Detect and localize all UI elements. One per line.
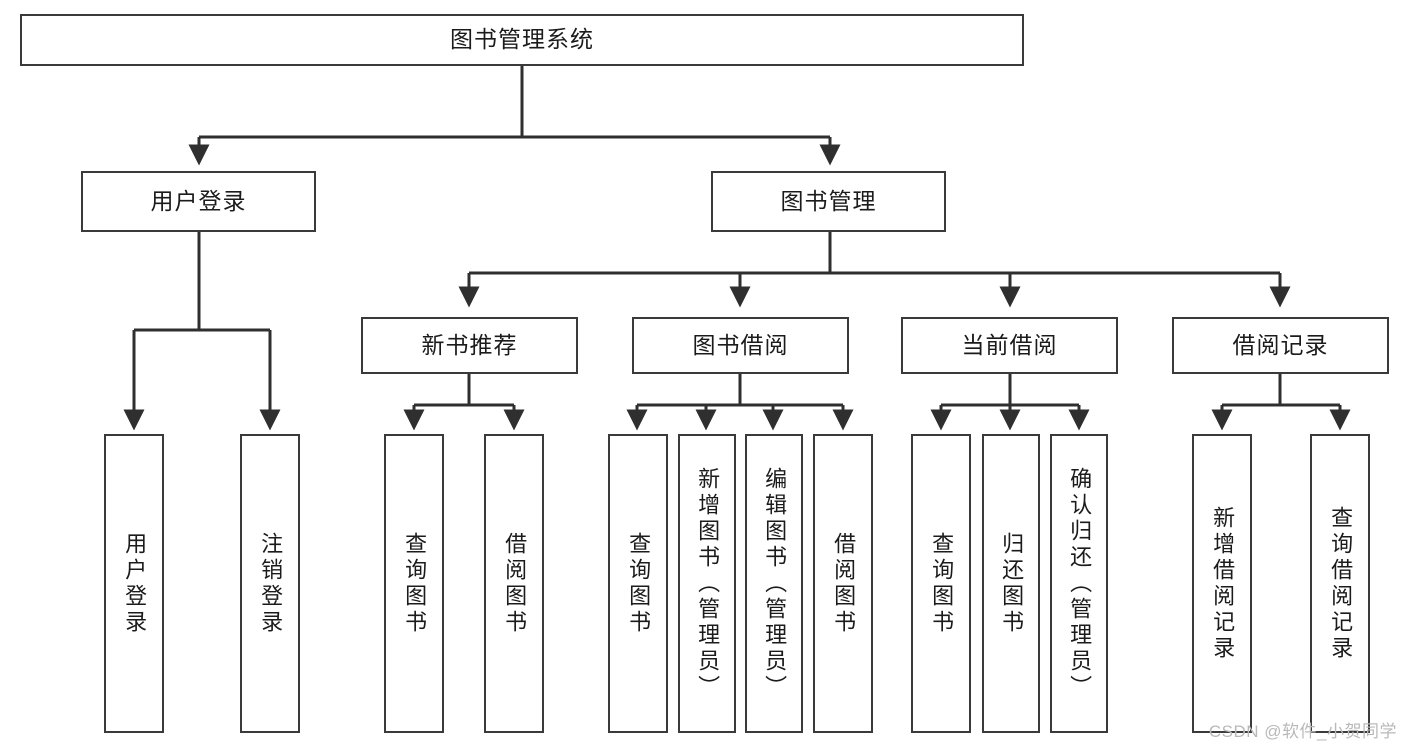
node-leaf-borrow-book-1[interactable]: 借阅图书: [484, 434, 544, 733]
node-leaf-add-book[interactable]: 新增图书（管理员）: [678, 434, 736, 733]
node-leaf-query-book-3[interactable]: 查询图书: [911, 434, 971, 733]
node-leaf-borrow-book-2-label: 借阅图书: [831, 531, 857, 636]
node-leaf-query-book-2-label: 查询图书: [626, 531, 652, 636]
node-borrow-record-label: 借阅记录: [1232, 331, 1329, 358]
node-new-book-rec[interactable]: 新书推荐: [361, 317, 578, 374]
node-leaf-query-record-label: 查询借阅记录: [1328, 505, 1354, 662]
node-leaf-edit-book[interactable]: 编辑图书（管理员）: [745, 434, 803, 733]
node-leaf-edit-book-label: 编辑图书（管理员）: [762, 466, 788, 701]
node-user-login-label: 用户登录: [150, 187, 247, 214]
node-leaf-return-book-label: 归还图书: [999, 531, 1025, 636]
node-current-borrow-label: 当前借阅: [961, 331, 1058, 358]
node-leaf-query-book-3-label: 查询图书: [929, 531, 955, 636]
node-book-borrow[interactable]: 图书借阅: [632, 317, 849, 374]
node-new-book-rec-label: 新书推荐: [421, 331, 518, 358]
node-leaf-borrow-book-2[interactable]: 借阅图书: [813, 434, 873, 733]
node-leaf-user-login[interactable]: 用户登录: [104, 434, 164, 733]
node-leaf-borrow-book-1-label: 借阅图书: [502, 531, 528, 636]
node-current-borrow[interactable]: 当前借阅: [901, 317, 1118, 374]
csdn-watermark: CSDN @软件_小贺同学: [1208, 722, 1397, 741]
node-leaf-query-record[interactable]: 查询借阅记录: [1310, 434, 1370, 733]
node-leaf-query-book-1[interactable]: 查询图书: [384, 434, 444, 733]
node-leaf-logout-label: 注销登录: [258, 531, 284, 636]
node-user-login[interactable]: 用户登录: [81, 171, 316, 232]
node-leaf-add-record[interactable]: 新增借阅记录: [1192, 434, 1252, 733]
node-book-manage-label: 图书管理: [780, 187, 877, 214]
node-borrow-record[interactable]: 借阅记录: [1172, 317, 1389, 374]
node-book-borrow-label: 图书借阅: [692, 331, 789, 358]
node-leaf-query-book-2[interactable]: 查询图书: [608, 434, 668, 733]
node-leaf-add-book-label: 新增图书（管理员）: [695, 466, 721, 701]
node-leaf-logout[interactable]: 注销登录: [240, 434, 300, 733]
node-book-manage[interactable]: 图书管理: [711, 171, 946, 232]
node-leaf-confirm-return-label: 确认归还（管理员）: [1067, 466, 1093, 701]
node-leaf-user-login-label: 用户登录: [122, 531, 148, 636]
node-root[interactable]: 图书管理系统: [20, 14, 1024, 66]
node-leaf-query-book-1-label: 查询图书: [402, 531, 428, 636]
node-leaf-add-record-label: 新增借阅记录: [1210, 505, 1236, 662]
node-leaf-return-book[interactable]: 归还图书: [982, 434, 1040, 733]
node-root-label: 图书管理系统: [450, 26, 594, 53]
node-leaf-confirm-return[interactable]: 确认归还（管理员）: [1050, 434, 1108, 733]
